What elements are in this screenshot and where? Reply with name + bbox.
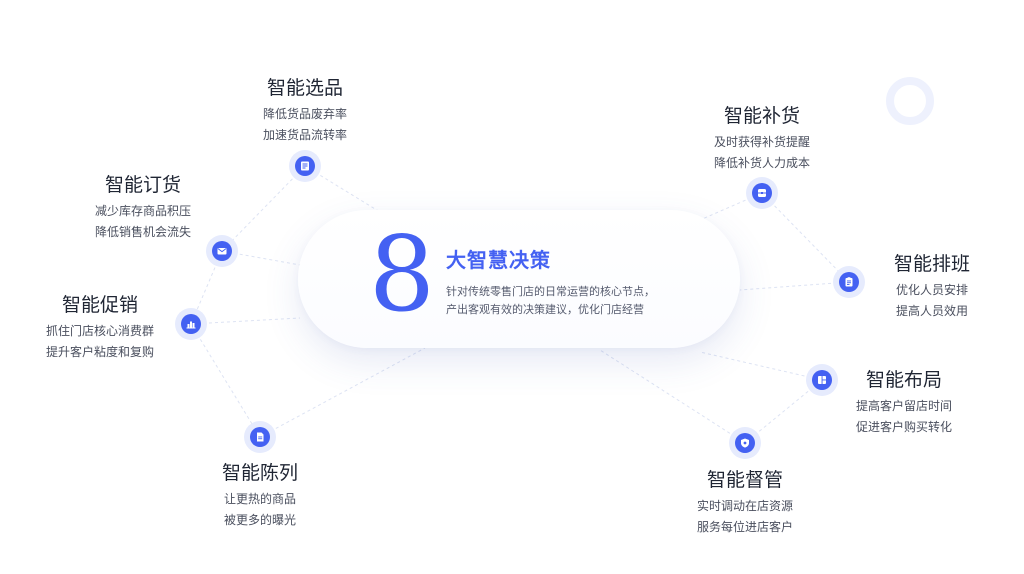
feature-smart-supervision: 智能督管 实时调动在店资源 服务每位进店客户 bbox=[660, 467, 830, 538]
feature-smart-layout: 智能布局 提高客户留店时间 促进客户购买转化 bbox=[819, 367, 989, 438]
connector-line bbox=[190, 317, 301, 325]
center-description-line: 针对传统零售门店的日常运营的核心节点， bbox=[446, 285, 655, 298]
feature-desc: 减少库存商品积压 bbox=[94, 204, 191, 218]
feature-desc: 降低货品废弃率 bbox=[262, 107, 347, 121]
feature-desc: 让更热的商品 bbox=[223, 492, 296, 506]
feature-desc: 服务每位进店客户 bbox=[696, 520, 793, 534]
connector-line bbox=[190, 250, 223, 325]
feature-title: 智能选品 bbox=[266, 77, 343, 99]
connector-line bbox=[304, 165, 381, 213]
connector-line bbox=[190, 323, 261, 438]
box-icon bbox=[752, 183, 772, 203]
feature-smart-scheduling: 智能排班 优化人员安排 提高人员效用 bbox=[847, 251, 1017, 322]
feature-desc: 提高人员效用 bbox=[895, 304, 968, 318]
connector-line bbox=[699, 192, 763, 221]
feature-desc: 及时获得补货提醒 bbox=[713, 135, 810, 149]
layout-icon bbox=[812, 370, 832, 390]
center-card bbox=[298, 210, 740, 348]
feature-title: 智能排班 bbox=[893, 253, 970, 275]
feature-title: 智能督管 bbox=[706, 469, 783, 491]
decision-count: 8 bbox=[368, 213, 436, 335]
feature-desc: 提高客户留店时间 bbox=[855, 399, 952, 413]
feature-title: 智能补货 bbox=[723, 105, 800, 127]
decorative-ring bbox=[886, 77, 934, 125]
feature-smart-restock: 智能补货 及时获得补货提醒 降低补货人力成本 bbox=[677, 103, 847, 174]
center-title: 大智慧决策 bbox=[446, 248, 551, 272]
feature-title: 智能促销 bbox=[61, 294, 138, 316]
connector-line bbox=[739, 281, 850, 291]
feature-desc: 降低销售机会流失 bbox=[94, 225, 191, 239]
feature-desc: 优化人员安排 bbox=[895, 283, 968, 297]
feature-desc: 促进客户购买转化 bbox=[855, 420, 952, 434]
feature-desc: 降低补货人力成本 bbox=[713, 156, 810, 170]
bar-chart-icon bbox=[181, 314, 201, 334]
connector-line bbox=[744, 379, 823, 444]
feature-title: 智能布局 bbox=[865, 369, 942, 391]
feature-desc: 实时调动在店资源 bbox=[696, 499, 793, 513]
connector-line bbox=[599, 349, 746, 444]
center-description: 针对传统零售门店的日常运营的核心节点， 产出客观有效的决策建议，优化门店经营 bbox=[446, 283, 655, 319]
feature-smart-promotion: 智能促销 抓住门店核心消费群 提升客户粘度和复购 bbox=[15, 292, 185, 363]
envelope-icon bbox=[212, 241, 232, 261]
feature-smart-display: 智能陈列 让更热的商品 被更多的曝光 bbox=[175, 460, 345, 531]
feature-smart-ordering: 智能订货 减少库存商品积压 降低销售机会流失 bbox=[58, 172, 228, 243]
connector-line bbox=[221, 165, 306, 252]
document-list-icon bbox=[295, 156, 315, 176]
feature-desc: 提升客户粘度和复购 bbox=[45, 345, 154, 359]
clipboard-icon bbox=[839, 272, 859, 292]
file-icon bbox=[250, 427, 270, 447]
center-description-line: 产出客观有效的决策建议，优化门店经营 bbox=[446, 303, 644, 316]
feature-desc: 被更多的曝光 bbox=[223, 513, 296, 527]
feature-desc: 抓住门店核心消费群 bbox=[45, 324, 154, 338]
connector-line bbox=[699, 351, 823, 381]
shield-icon bbox=[735, 433, 755, 453]
connector-line bbox=[761, 192, 850, 283]
feature-title: 智能订货 bbox=[104, 174, 181, 196]
feature-desc: 加速货品流转率 bbox=[262, 128, 347, 142]
connector-line bbox=[221, 250, 301, 266]
connector-line bbox=[259, 347, 426, 438]
feature-smart-selection: 智能选品 降低货品废弃率 加速货品流转率 bbox=[220, 75, 390, 146]
feature-title: 智能陈列 bbox=[221, 462, 298, 484]
